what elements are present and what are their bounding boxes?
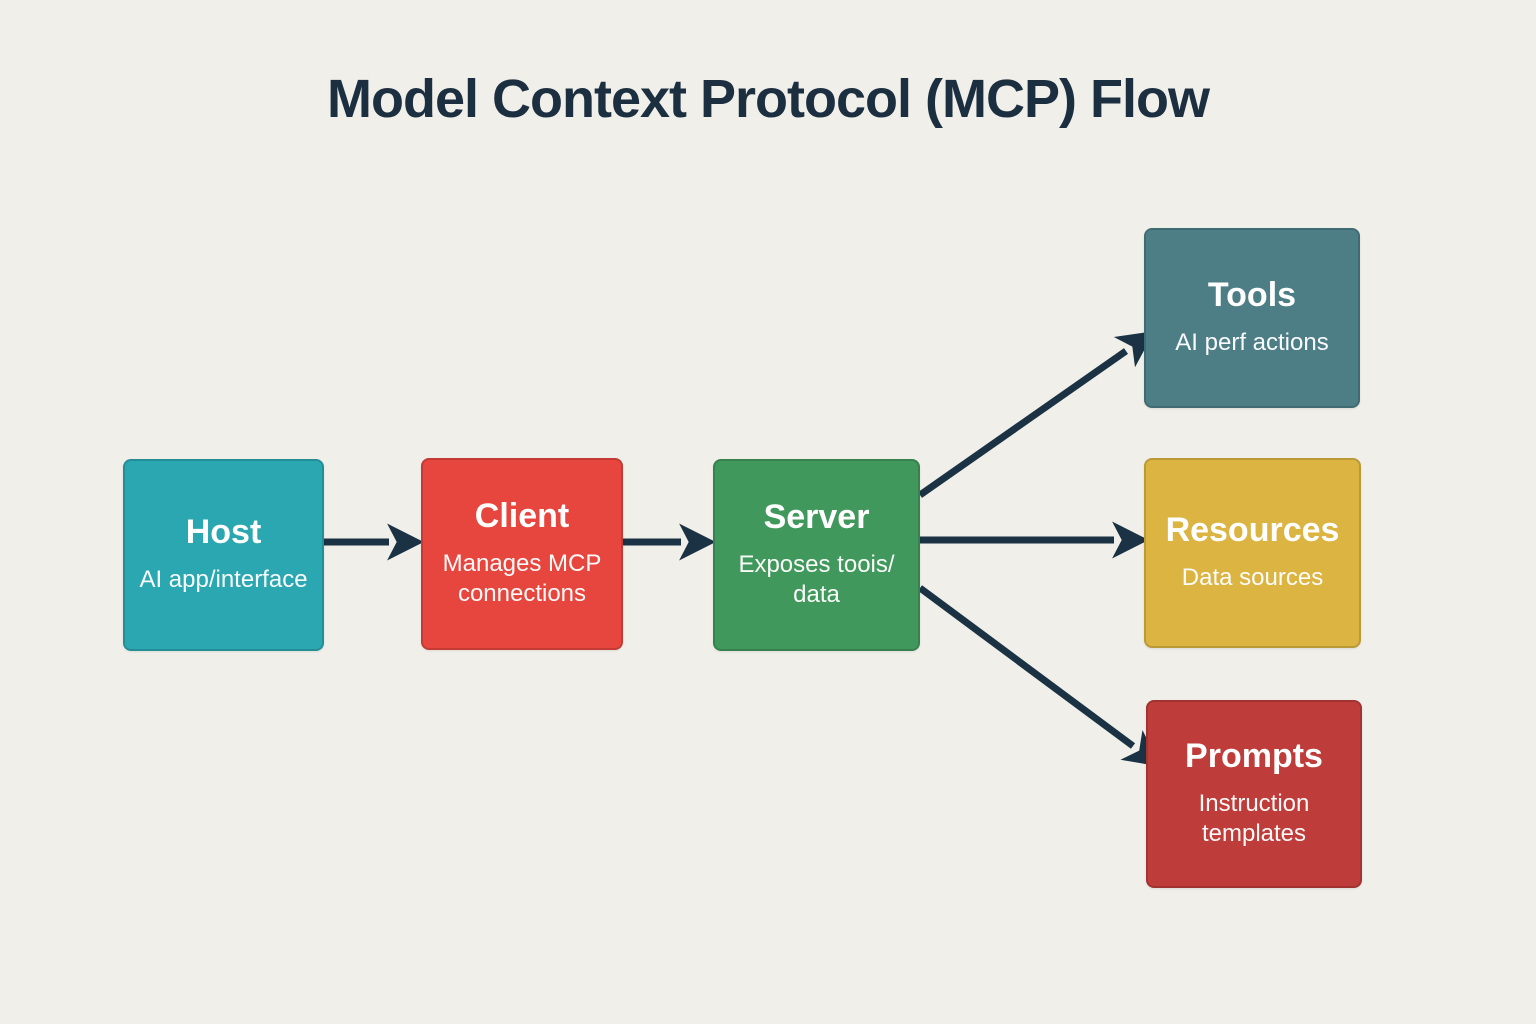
node-host-label: Host — [185, 512, 262, 551]
arrow-server-to-tools — [917, 331, 1155, 498]
arrow-server-to-prompts — [917, 585, 1161, 767]
node-resources: Resources Data sources — [1144, 458, 1361, 648]
node-server-label: Server — [763, 497, 870, 536]
node-prompts-sublabel: Instruction templates — [1198, 790, 1310, 848]
node-prompts: Prompts Instruction templates — [1146, 700, 1362, 888]
node-resources-sublabel: Data sources — [1181, 564, 1324, 592]
diagram-title: Model Context Protocol (MCP) Flow — [327, 69, 1210, 129]
node-resources-label: Resources — [1165, 510, 1340, 549]
node-server: Server Exposes toois/ data — [713, 459, 920, 651]
node-host: Host AI app/interface — [123, 459, 324, 651]
node-tools-label: Tools — [1207, 275, 1297, 314]
node-host-sublabel: AI app/interface — [139, 566, 308, 594]
node-tools-sublabel: AI perf actions — [1175, 329, 1329, 357]
node-client-label: Client — [474, 496, 570, 535]
node-server-sublabel: Exposes toois/ data — [738, 551, 895, 609]
node-client-sublabel: Manages MCP connections — [442, 550, 602, 608]
node-tools: Tools AI perf actions — [1144, 228, 1360, 408]
node-client: Client Manages MCP connections — [421, 458, 623, 650]
node-prompts-label: Prompts — [1185, 736, 1323, 775]
